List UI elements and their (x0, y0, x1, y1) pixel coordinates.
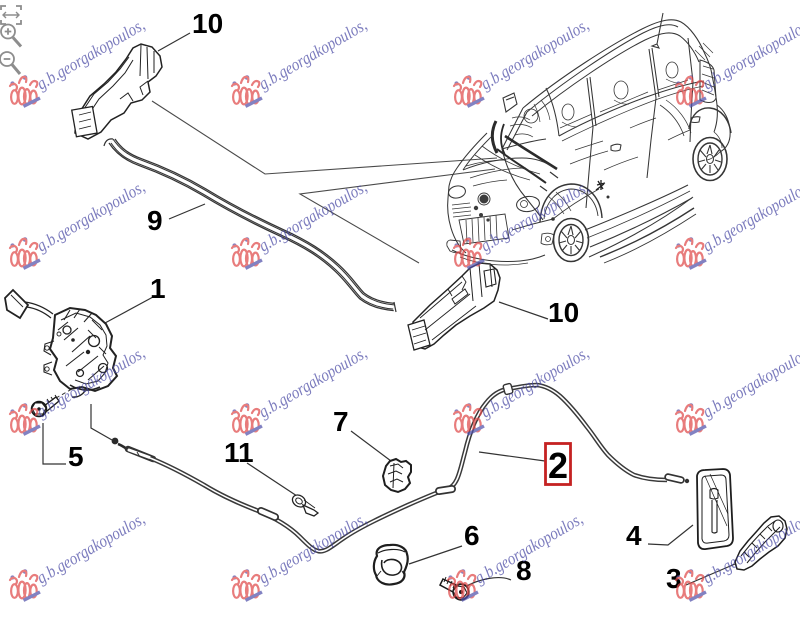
svg-text:10: 10 (548, 297, 579, 328)
svg-text:2: 2 (548, 445, 568, 486)
svg-text:5: 5 (68, 441, 84, 472)
svg-text:1: 1 (150, 273, 166, 304)
svg-text:10: 10 (192, 8, 223, 39)
svg-text:7: 7 (333, 406, 349, 437)
svg-text:9: 9 (147, 205, 163, 236)
svg-text:11: 11 (224, 437, 254, 468)
svg-text:4: 4 (626, 520, 642, 551)
svg-text:6: 6 (464, 520, 480, 551)
